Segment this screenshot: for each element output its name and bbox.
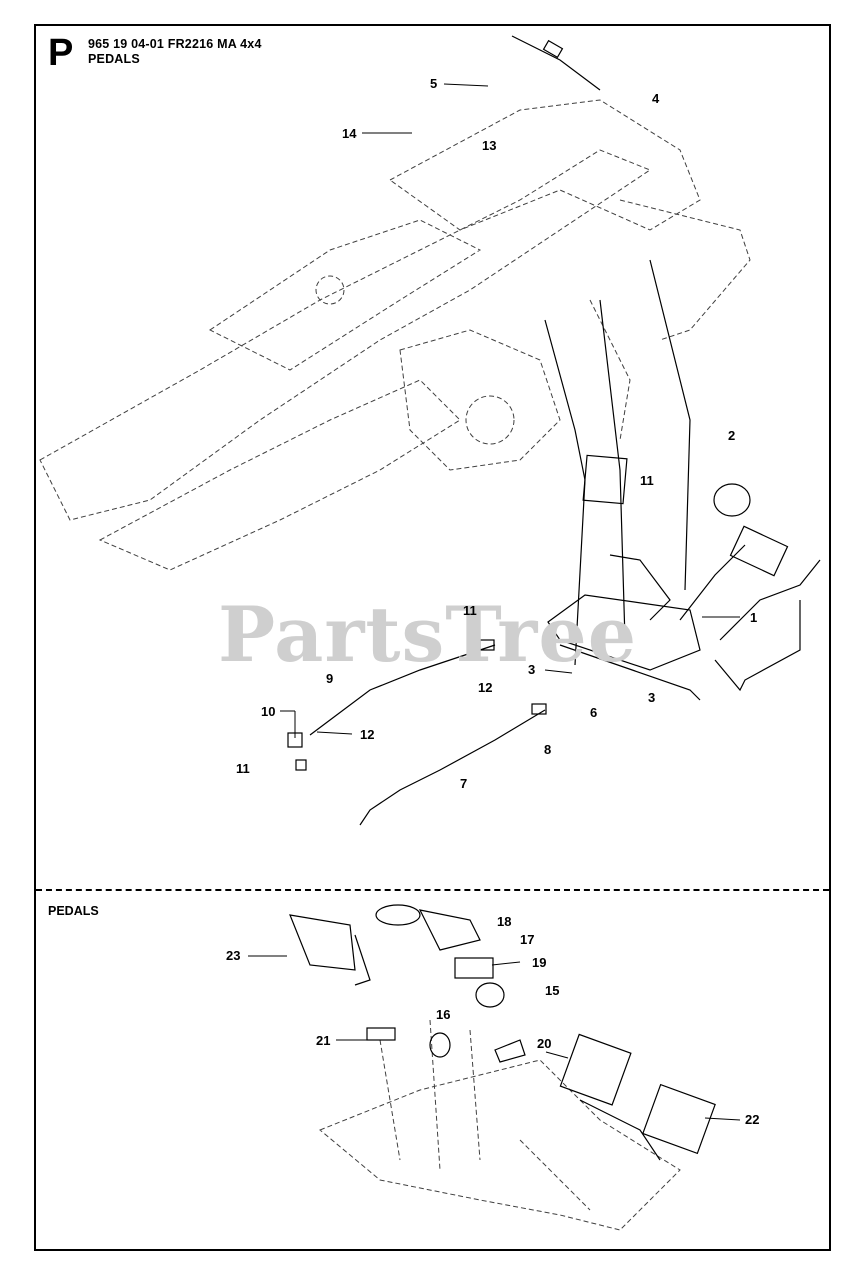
section-letter: P xyxy=(48,32,74,74)
callout-label: 8 xyxy=(544,742,552,757)
callout-label: 10 xyxy=(261,704,276,719)
lower-section-title: PEDALS xyxy=(48,904,99,918)
callout-label: 11 xyxy=(236,761,250,776)
callout-label: 12 xyxy=(360,727,375,742)
callout-label: 15 xyxy=(545,983,560,998)
catalog-number: 965 19 04-01 FR2216 MA 4x4 xyxy=(88,37,262,51)
callout-label: 17 xyxy=(520,932,535,947)
parts-tree-watermark: PartsTree xyxy=(218,590,638,679)
callout-label: 12 xyxy=(478,680,493,695)
callout-label: 20 xyxy=(537,1036,552,1051)
callout-label: 7 xyxy=(460,776,468,791)
callout-label: 16 xyxy=(436,1007,451,1022)
callout-label: 23 xyxy=(226,948,241,963)
page-title: PEDALS xyxy=(88,52,140,66)
section-divider xyxy=(36,889,829,891)
callout-label: 5 xyxy=(430,76,438,91)
callout-label: 4 xyxy=(652,91,660,106)
callout-label: 3 xyxy=(648,690,656,705)
diagram-frame xyxy=(34,24,831,1251)
callout-label: 11 xyxy=(640,473,654,488)
callout-label: 9 xyxy=(326,671,334,686)
callout-label: 3 xyxy=(528,662,536,677)
callout-label: 19 xyxy=(532,955,547,970)
callout-label: 13 xyxy=(482,138,497,153)
callout-label: 1 xyxy=(750,610,758,625)
callout-label: 2 xyxy=(728,428,736,443)
callout-label: 6 xyxy=(590,705,598,720)
callout-label: 21 xyxy=(316,1033,331,1048)
callout-label: 11 xyxy=(463,603,477,618)
callout-label: 14 xyxy=(342,126,357,141)
callout-label: 22 xyxy=(745,1112,760,1127)
callout-label: 18 xyxy=(497,914,512,929)
